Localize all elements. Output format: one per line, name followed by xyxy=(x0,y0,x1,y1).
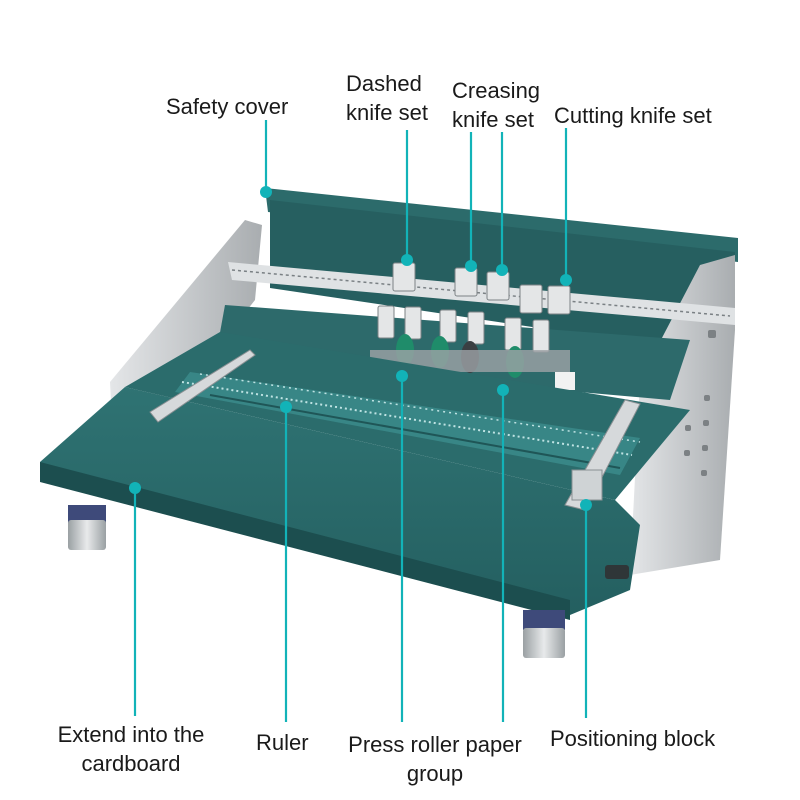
safety-cover-label: Safety cover xyxy=(166,94,289,119)
dashed-knife-label: Dashed knife set xyxy=(346,69,428,127)
left-side-panel xyxy=(110,220,262,420)
callout-lines xyxy=(133,120,588,722)
extend-cardboard-label-line2: cardboard xyxy=(81,751,181,776)
creasing-knife-label-line2: knife set xyxy=(452,107,534,132)
press-roller-label-line1: Press roller paper xyxy=(348,732,522,757)
knife-blocks xyxy=(377,262,571,353)
feed-table xyxy=(40,387,640,615)
extend-cardboard-label-line1: Extend into the xyxy=(57,722,205,747)
dashed-knife-label-line2: knife set xyxy=(346,100,428,125)
creasing-knife-label: Creasing knife set xyxy=(452,76,540,134)
callout-dots xyxy=(129,186,592,511)
machine-feet xyxy=(68,505,629,658)
upper-ruler-bar xyxy=(228,262,735,325)
creasing-knife-label-line1: Creasing xyxy=(452,78,541,103)
positioning-block-label: Positioning block xyxy=(550,726,716,751)
ruler-label: Ruler xyxy=(256,730,309,755)
dashed-knife-label-line1: Dashed xyxy=(346,71,422,96)
press-roller-label-line2: group xyxy=(406,761,464,786)
table-ruler xyxy=(175,372,640,475)
cutting-knife-label: Cutting knife set xyxy=(554,103,712,128)
extend-cardboard-label: Extend into the cardboard xyxy=(46,720,216,778)
press-roller-label: Press roller paper group xyxy=(340,730,530,788)
